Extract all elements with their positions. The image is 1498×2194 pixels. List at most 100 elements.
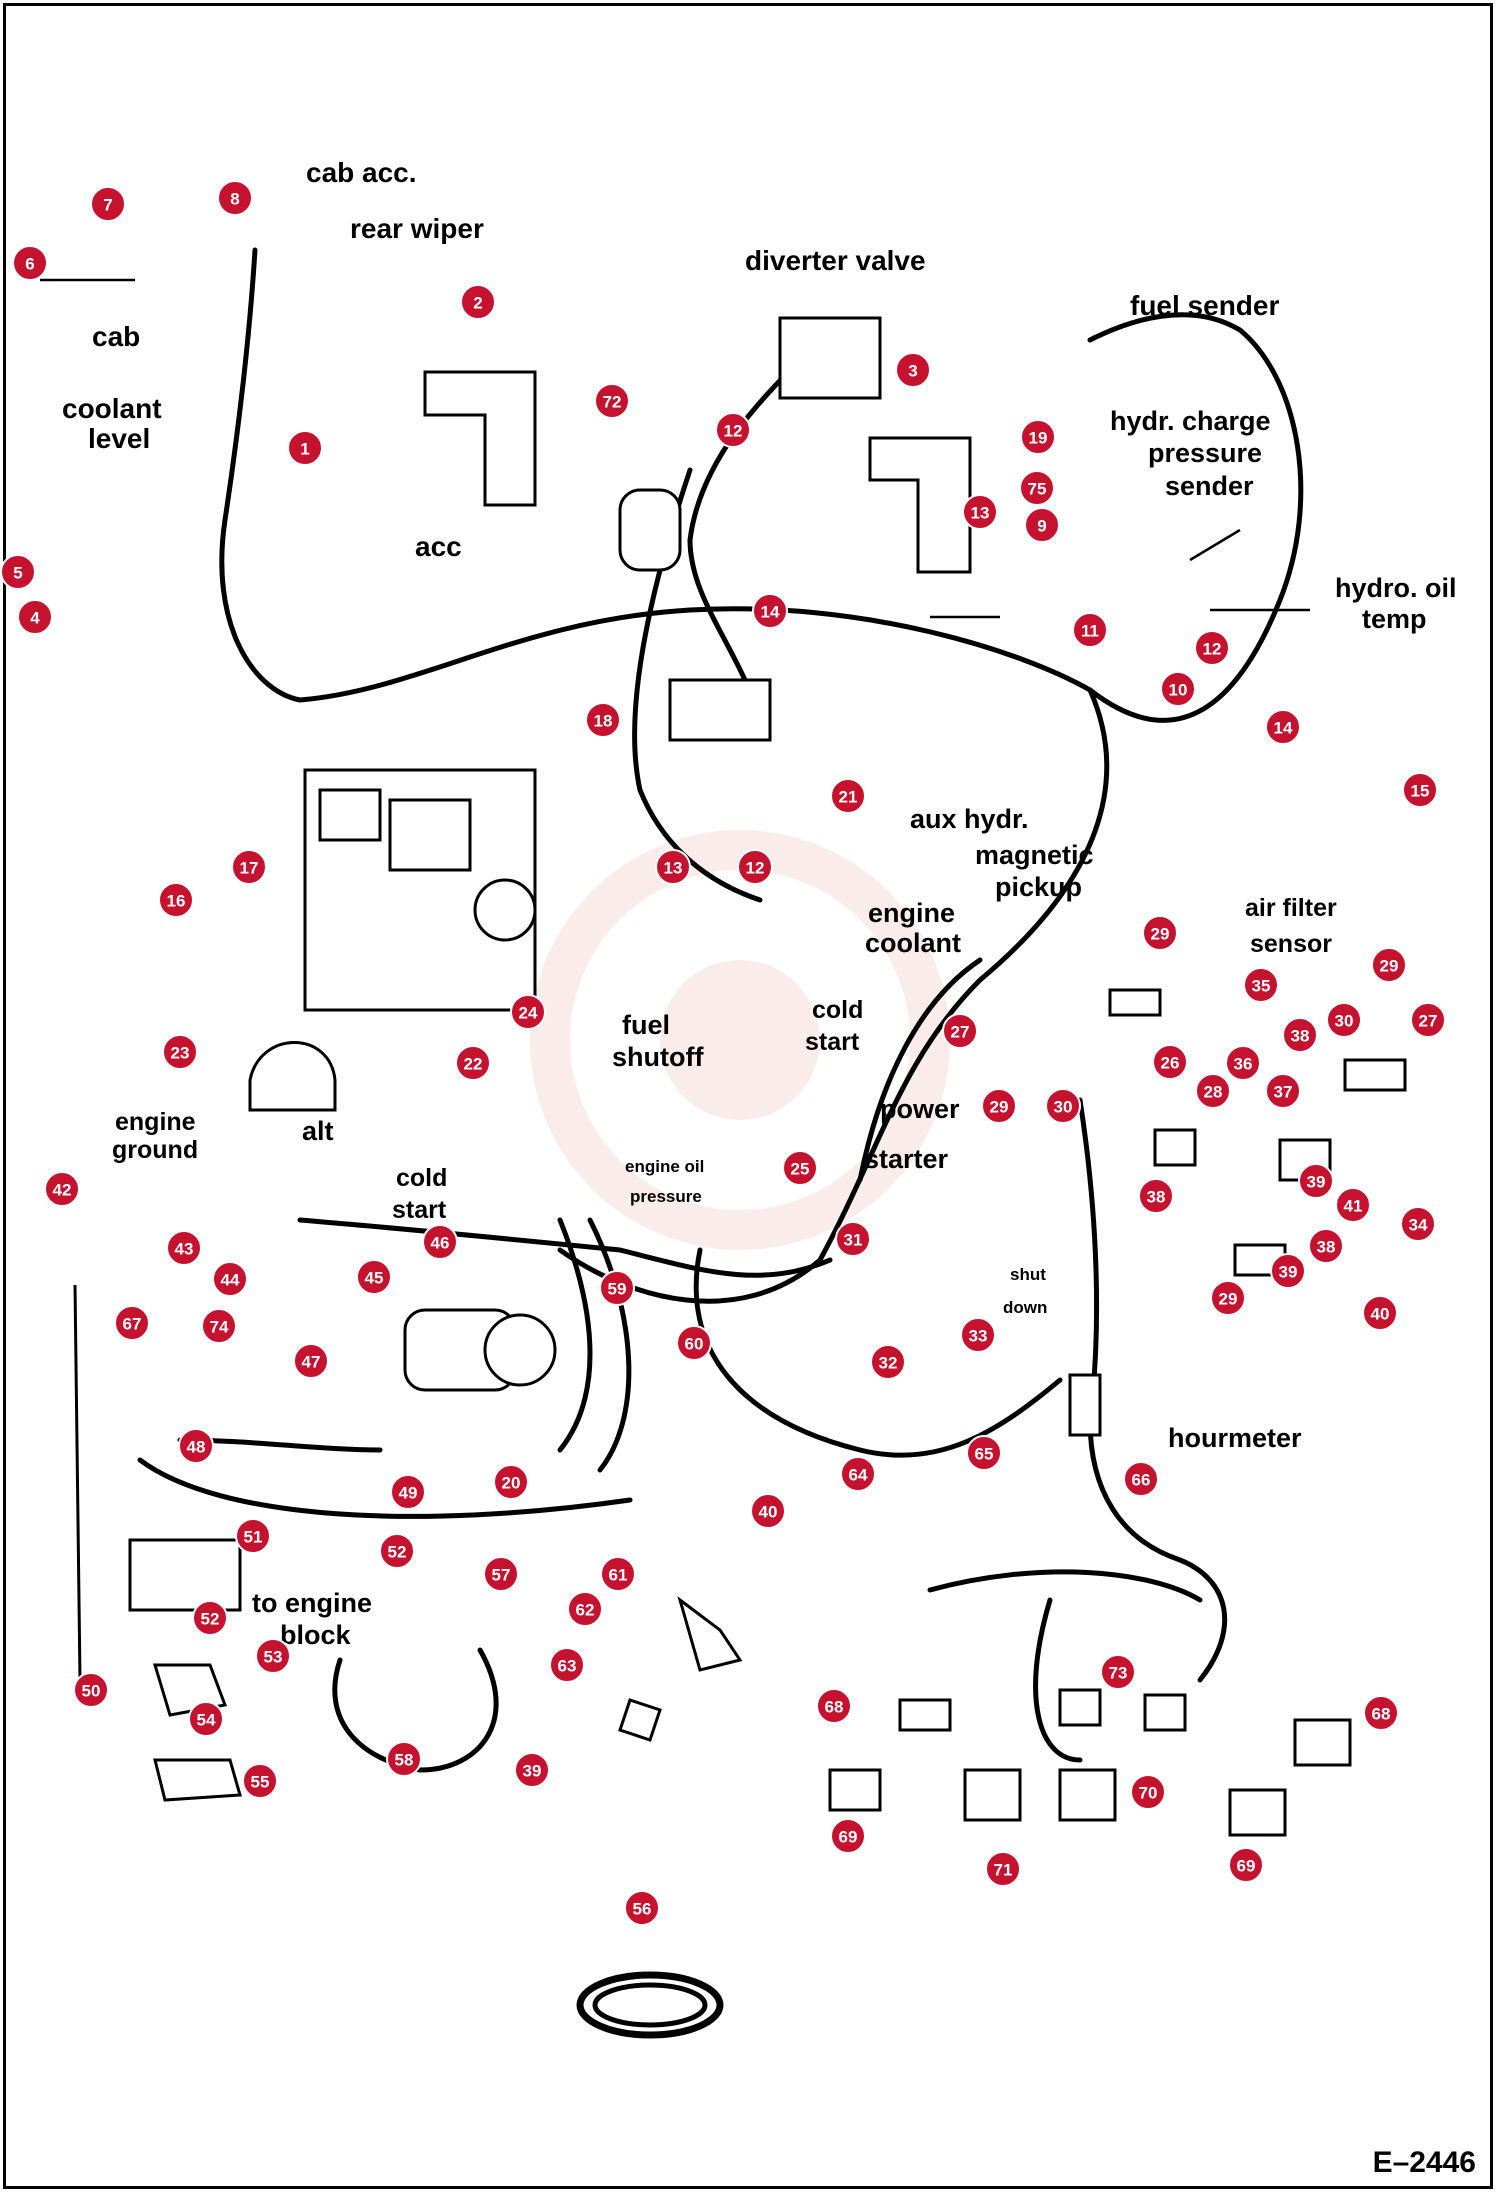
callout-13: 13 (962, 494, 998, 530)
callout-number: 2 (473, 294, 482, 313)
callout-bubble (242, 1763, 278, 1799)
callout-number: 34 (1409, 1216, 1428, 1235)
label-temp: temp (1362, 604, 1427, 634)
callout-27: 27 (942, 1013, 978, 1049)
bracket-61 (677, 1596, 743, 1672)
callout-number: 39 (1307, 1173, 1326, 1192)
cover-29 (1343, 1058, 1407, 1092)
callout-number: 12 (746, 859, 765, 878)
callout-number: 32 (879, 1354, 898, 1373)
callout-number: 12 (724, 422, 743, 441)
callout-number: 30 (1335, 1012, 1354, 1031)
callout-number: 64 (849, 1466, 868, 1485)
callout-45: 45 (356, 1259, 392, 1295)
callout-bubble (166, 1230, 202, 1266)
callout-bubble (235, 1518, 271, 1554)
callout-bubble (870, 1344, 906, 1380)
plate-55 (153, 1758, 242, 1802)
battery-51 (128, 1538, 242, 1612)
gauge-68a (898, 1698, 952, 1732)
callout-bubble (0, 554, 36, 590)
callout-number: 16 (167, 892, 186, 911)
label-engine-ground-2: ground (112, 1136, 198, 1164)
callout-number: 40 (759, 1503, 778, 1522)
callout-number: 5 (13, 564, 22, 583)
callout-bubble (752, 593, 788, 629)
callout-bubble (966, 1435, 1002, 1471)
callout-bubble (600, 1556, 636, 1592)
callout-47: 47 (293, 1343, 329, 1379)
callout-bubble (1142, 915, 1178, 951)
callout-bubble (1265, 709, 1301, 745)
filter-72 (618, 488, 682, 572)
callout-bubble (1045, 1088, 1081, 1124)
callout-bubble (1194, 630, 1230, 666)
callout-3: 3 (895, 352, 931, 388)
gauge-70b (1143, 1693, 1187, 1732)
callout-69: 69 (830, 1818, 866, 1854)
parts (40, 278, 1407, 2039)
callout-number: 69 (839, 1828, 858, 1847)
label-to-engine: to engine (252, 1588, 372, 1618)
callout-number: 55 (251, 1773, 270, 1792)
callout-53: 53 (255, 1638, 291, 1674)
callout-bubble (962, 494, 998, 530)
callout-14: 14 (752, 593, 788, 629)
callout-bubble (1123, 1461, 1159, 1497)
callout-number: 58 (395, 1751, 414, 1770)
callout-34: 34 (1400, 1206, 1436, 1242)
gauge-71a (963, 1768, 1022, 1822)
label-cab: cab (92, 321, 140, 352)
callout-14: 14 (1265, 709, 1301, 745)
callout-33: 33 (960, 1317, 996, 1353)
label-engine: engine (868, 898, 955, 928)
callout-bubble (1400, 1206, 1436, 1242)
callout-68: 68 (816, 1688, 852, 1724)
label-diverter-valve: diverter valve (745, 245, 926, 276)
callout-bubble (1152, 1044, 1188, 1080)
callout-number: 6 (25, 255, 34, 274)
callout-bubble (1282, 1017, 1318, 1053)
callout-12: 12 (737, 849, 773, 885)
callout-bubble (599, 1270, 635, 1306)
callout-number: 43 (175, 1240, 194, 1259)
callout-27: 27 (1410, 1002, 1446, 1038)
callout-bubble (960, 1317, 996, 1353)
callout-43: 43 (166, 1230, 202, 1266)
callout-number: 1 (300, 440, 309, 459)
callout-bubble (178, 1428, 214, 1464)
block-26 (1153, 1128, 1197, 1167)
callout-bubble (830, 1818, 866, 1854)
callout-31: 31 (835, 1221, 871, 1257)
callout-bubble (379, 1533, 415, 1569)
callout-number: 29 (1380, 957, 1399, 976)
callout-38: 38 (1138, 1178, 1174, 1214)
label-acc: acc (415, 531, 462, 562)
callout-number: 10 (1169, 681, 1188, 700)
callout-7: 7 (90, 186, 126, 222)
callout-number: 13 (664, 859, 683, 878)
label-sender: sender (1165, 471, 1254, 501)
callout-number: 29 (990, 1098, 1009, 1117)
callout-48: 48 (178, 1428, 214, 1464)
callout-37: 37 (1265, 1073, 1301, 1109)
callout-bubble (287, 430, 323, 466)
callout-67: 67 (114, 1305, 150, 1341)
drawing-reference: E–2446 (1372, 2146, 1476, 2179)
bracket-42 (73, 1284, 102, 1702)
label-down: down (1003, 1298, 1047, 1317)
label-cold: cold (812, 996, 863, 1024)
label-fuel-sender: fuel sender (1130, 290, 1279, 321)
label-alt: alt (302, 1116, 334, 1146)
callout-bubble (782, 1150, 818, 1186)
callout-29: 29 (981, 1088, 1017, 1124)
callout-29: 29 (1142, 915, 1178, 951)
label-shut: shut (1010, 1265, 1046, 1284)
callout-number: 38 (1291, 1027, 1310, 1046)
callout-bubble (1072, 612, 1108, 648)
callout-bubble (1138, 1178, 1174, 1214)
callout-number: 57 (492, 1566, 511, 1585)
callout-bubble (1024, 507, 1060, 543)
callout-number: 67 (123, 1315, 142, 1334)
callout-11: 11 (1072, 612, 1108, 648)
